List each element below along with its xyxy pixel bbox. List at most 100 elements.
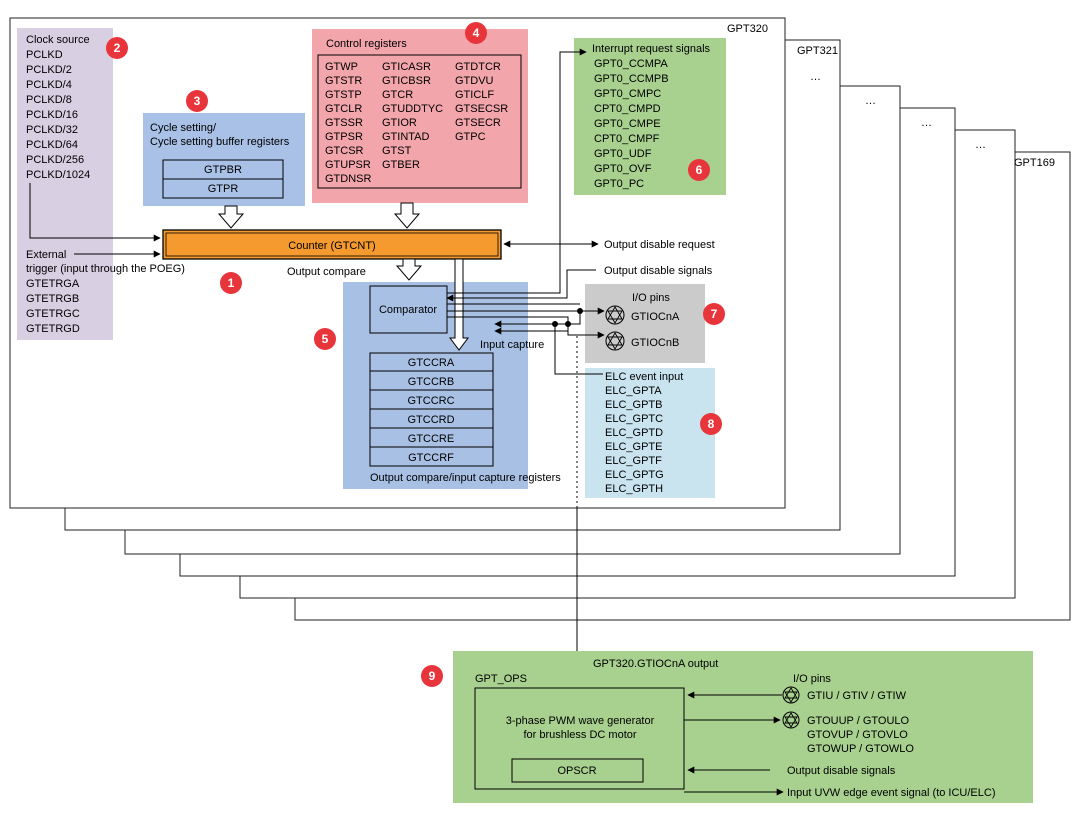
io-panel	[585, 284, 705, 363]
ops-lines	[684, 691, 784, 796]
badge-7: 7	[703, 303, 725, 325]
trigger-item: GTETRGC	[26, 308, 80, 320]
badge-4: 4	[465, 22, 487, 44]
svg-text:2: 2	[114, 41, 121, 55]
pin-a-label: GTIOCnA	[631, 311, 680, 323]
compare-caption: Output compare/input capture registers	[370, 472, 561, 484]
badge-9: 9	[421, 665, 443, 687]
gto-pin-icon	[782, 711, 800, 729]
gtccrd-label: GTCCRD	[407, 414, 454, 426]
pin-a-icon	[605, 305, 625, 325]
control-register: GTSECR	[455, 117, 501, 129]
control-register: GTICLF	[455, 89, 494, 101]
interrupt-item: GPT0_CMPC	[594, 88, 661, 100]
pin-b-icon	[605, 331, 625, 351]
clock-item: PCLKD/8	[26, 94, 72, 106]
control-register: GTSECSR	[455, 103, 508, 115]
ellipsis-4: …	[975, 139, 986, 151]
gtccrf-box	[369, 446, 494, 467]
counter-to-comparator-arrow	[395, 258, 423, 281]
control-col-3: GTDTCR GTDVU GTICLF GTSECSR GTSECR GTPC	[455, 61, 508, 143]
clock-item: PCLKD/256	[26, 154, 84, 166]
clock-item: PCLKD/64	[26, 139, 78, 151]
ellipsis-3: …	[921, 117, 932, 129]
trigger-list: GTETRGA GTETRGB GTETRGC GTETRGD	[26, 278, 80, 335]
control-register: GTDNSR	[325, 173, 372, 185]
interrupt-item: CPT0_CMPD	[594, 103, 661, 115]
control-register: GTDVU	[455, 75, 494, 87]
control-register: GTPSR	[325, 131, 363, 143]
cycle-title-1: Cycle setting/	[150, 122, 217, 134]
interrupt-item: GPT0_PC	[594, 178, 644, 190]
clock-item: PCLKD/16	[26, 109, 78, 121]
control-register: GTST	[382, 145, 412, 157]
gtccrf-label: GTCCRF	[408, 452, 454, 464]
clock-title: Clock source	[26, 34, 90, 46]
trigger-item: GTETRGD	[26, 323, 80, 335]
external-trigger-line1: External	[26, 249, 66, 261]
interrupt-item: GPT0_UDF	[594, 148, 652, 160]
ops-output-disable-label: Output disable signals	[787, 765, 896, 777]
control-register-box	[317, 54, 522, 189]
gto-label: GTOWUP / GTOWLO	[807, 743, 914, 755]
interrupt-item: GPT0_CCMPB	[594, 73, 669, 85]
interrupt-title: Interrupt request signals	[592, 43, 711, 55]
ellipsis-1: …	[810, 71, 821, 83]
counter-box	[162, 229, 502, 260]
badge-3: 3	[186, 90, 208, 112]
gpt321-label: GPT321	[797, 45, 838, 57]
svg-text:9: 9	[429, 669, 436, 683]
gti-label: GTIU / GTIV / GTIW	[807, 690, 907, 702]
control-register: GTICBSR	[382, 75, 431, 87]
clock-panel	[17, 28, 113, 340]
gtccre-label: GTCCRE	[408, 433, 454, 445]
elc-item: ELC_GPTG	[605, 469, 664, 481]
signal-lines	[446, 48, 605, 687]
output-disable-signals-label: Output disable signals	[604, 265, 713, 277]
control-title: Control registers	[326, 38, 407, 50]
elc-list: ELC_GPTA ELC_GPTB ELC_GPTC ELC_GPTD ELC_…	[605, 385, 664, 495]
control-register: GTSSR	[325, 117, 363, 129]
clock-item: PCLKD/4	[26, 79, 72, 91]
control-register: GTIOR	[382, 117, 417, 129]
elc-item: ELC_GPTF	[605, 455, 662, 467]
badge-2: 2	[106, 37, 128, 59]
badges: 1 2 3 4 5 6 7 8 9	[106, 22, 725, 687]
elc-item: ELC_GPTB	[605, 399, 662, 411]
badge-8: 8	[700, 413, 722, 435]
svg-text:3: 3	[194, 94, 201, 108]
svg-text:8: 8	[708, 417, 715, 431]
clock-item: PCLKD/1024	[26, 169, 90, 181]
svg-text:4: 4	[473, 26, 480, 40]
gtccrc-label: GTCCRC	[407, 395, 454, 407]
io-title: I/O pins	[632, 292, 670, 304]
elc-panel	[585, 368, 715, 498]
clock-item: PCLKD	[26, 49, 63, 61]
gtpr-box	[162, 178, 284, 199]
badge-5: 5	[314, 328, 336, 350]
gto-label: GTOVUP / GTOVLO	[807, 729, 908, 741]
opscr-label: OPSCR	[557, 765, 596, 777]
output-compare-label: Output compare	[287, 266, 366, 278]
badge-1: 1	[220, 272, 242, 294]
clock-list: PCLKD PCLKD/2 PCLKD/4 PCLKD/8 PCLKD/16 P…	[26, 49, 90, 181]
control-register: GTCLR	[325, 103, 362, 115]
control-register: GTSTR	[325, 75, 362, 87]
trigger-item: GTETRGB	[26, 293, 79, 305]
output-disable-request-label: Output disable request	[604, 239, 715, 251]
ellipsis-2: …	[865, 95, 876, 107]
interrupt-item: CPT0_CMPF	[594, 133, 660, 145]
elc-item: ELC_GPTD	[605, 427, 663, 439]
ops-name: GPT_OPS	[475, 673, 527, 685]
cycle-title-2: Cycle setting buffer registers	[150, 136, 290, 148]
counter-label: Counter (GTCNT)	[288, 240, 375, 252]
gtccrb-label: GTCCRB	[408, 376, 454, 388]
interrupt-item: GPT0_CCMPA	[594, 58, 668, 70]
gtpbr-label: GTPBR	[204, 164, 242, 176]
elc-item: ELC_GPTC	[605, 413, 663, 425]
counter-inputs	[29, 183, 161, 258]
control-register: GTBER	[382, 159, 420, 171]
clock-item: PCLKD/2	[26, 64, 72, 76]
control-register: GTWP	[325, 61, 358, 73]
input-capture-label: Input capture	[480, 339, 544, 351]
